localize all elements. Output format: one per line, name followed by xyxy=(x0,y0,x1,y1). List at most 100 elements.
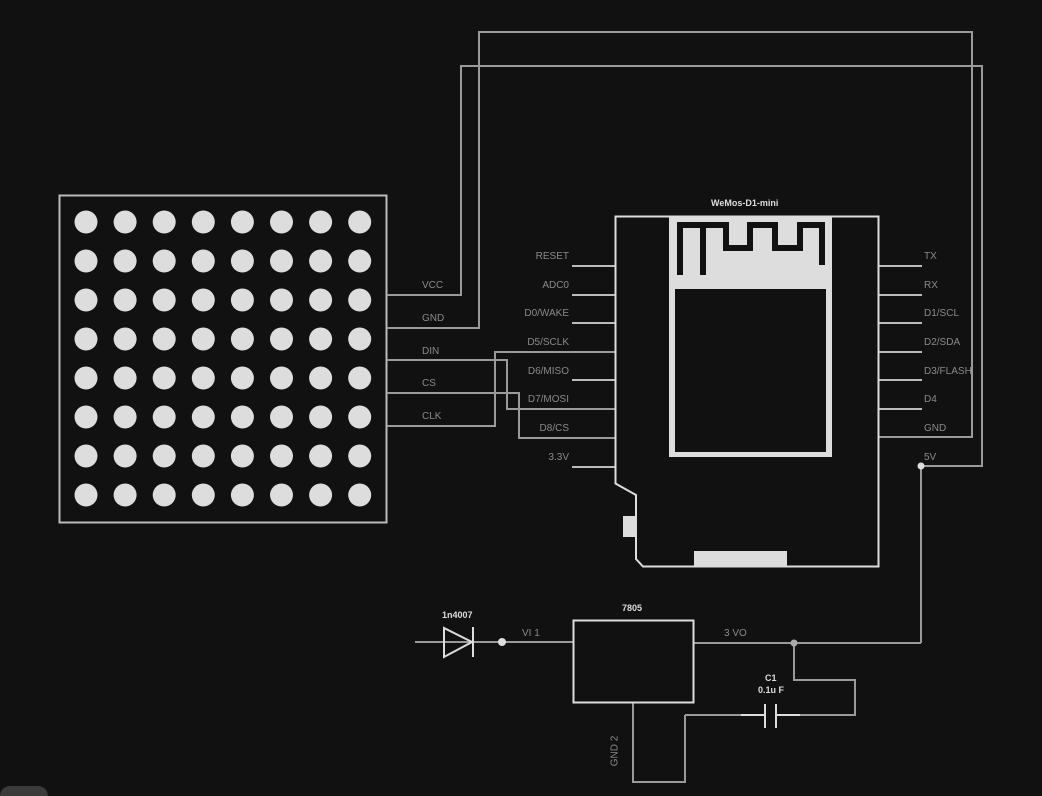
led-dot xyxy=(270,249,293,273)
led-dot xyxy=(152,249,176,273)
led-dot xyxy=(152,444,176,468)
matrix-pin-din: DIN xyxy=(422,346,440,357)
board-left-pin-lines xyxy=(572,265,615,468)
power-wires xyxy=(415,466,922,783)
regulator-pin-vo: 3 VO xyxy=(724,628,747,639)
led-dot xyxy=(309,366,333,390)
led-dot xyxy=(191,210,215,234)
led-dot xyxy=(191,327,215,351)
pin-d1-scl: D1/SCL xyxy=(924,308,960,319)
led-dot xyxy=(348,288,372,312)
regulator-label: 7805 xyxy=(622,603,643,613)
board-title: WeMos-D1-mini xyxy=(711,198,779,208)
led-dot xyxy=(113,210,137,234)
led-dot xyxy=(348,483,372,507)
led-dot xyxy=(270,483,293,507)
led-dot xyxy=(270,405,293,429)
led-dot xyxy=(309,405,333,429)
pin-d0-wake: D0/WAKE xyxy=(524,308,569,319)
pin-tx: TX xyxy=(924,251,937,262)
led-dot xyxy=(113,444,137,468)
led-dot xyxy=(230,288,254,312)
diode-1n4007[interactable] xyxy=(443,626,475,659)
pin-rx: RX xyxy=(924,280,938,291)
led-dot xyxy=(309,288,333,312)
pin-adc0: ADC0 xyxy=(542,280,569,291)
led-dot xyxy=(113,366,137,390)
pin-d5-sclk: D5/SCLK xyxy=(527,337,569,348)
regulator-pin-vi: VI 1 xyxy=(522,628,540,639)
pin-d3-flash: D3/FLASH xyxy=(924,366,972,377)
led-dot xyxy=(348,444,372,468)
matrix-wires xyxy=(387,31,983,467)
junction-dot xyxy=(498,638,506,646)
led-dot xyxy=(348,210,372,234)
matrix-pin-vcc: VCC xyxy=(422,280,444,291)
led-dot xyxy=(113,288,137,312)
led-dot xyxy=(309,210,333,234)
led-dot xyxy=(152,366,176,390)
usb-connector xyxy=(694,551,787,566)
led-dot xyxy=(74,288,98,312)
led-dot xyxy=(270,327,293,351)
led-dot xyxy=(74,483,98,507)
led-dot xyxy=(191,483,215,507)
wire-cs xyxy=(387,392,615,439)
led-dot xyxy=(348,366,372,390)
led-dot xyxy=(191,288,215,312)
led-dot xyxy=(270,210,293,234)
led-dot xyxy=(348,327,372,351)
led-dot xyxy=(230,327,254,351)
wire-din-mosi xyxy=(387,359,615,410)
led-dot xyxy=(113,405,137,429)
matrix-pin-gnd: GND xyxy=(422,313,445,324)
pin-d7-mosi: D7/MOSI xyxy=(527,394,569,405)
led-dot xyxy=(309,327,333,351)
led-dot xyxy=(113,327,137,351)
capacitor-value: 0.1u F xyxy=(758,685,785,695)
led-dot xyxy=(270,366,293,390)
wemos-board-outline[interactable] xyxy=(614,215,880,568)
diode-label: 1n4007 xyxy=(442,610,473,620)
led-dot xyxy=(348,405,372,429)
matrix-pin-cs: CS xyxy=(422,378,436,389)
wire-clk-sclk xyxy=(387,351,615,427)
led-dot xyxy=(309,483,333,507)
regulator-7805[interactable] xyxy=(572,619,695,704)
led-dot xyxy=(74,444,98,468)
wire-gnd xyxy=(387,31,973,438)
pin-d2-sda: D2/SDA xyxy=(924,337,961,348)
led-dot xyxy=(74,249,98,273)
pin-d6-miso: D6/MISO xyxy=(527,366,569,377)
capacitor-c1[interactable] xyxy=(741,704,800,728)
board-right-pin-lines xyxy=(878,265,922,410)
led-dot xyxy=(270,444,293,468)
led-dot xyxy=(230,249,254,273)
led-matrix-dots xyxy=(74,210,372,507)
corner-handle xyxy=(0,786,48,796)
capacitor-label: C1 xyxy=(765,673,777,683)
pin-gnd: GND xyxy=(924,423,947,434)
led-dot xyxy=(152,288,176,312)
led-dot xyxy=(191,249,215,273)
led-dot xyxy=(230,210,254,234)
led-dot xyxy=(152,405,176,429)
led-dot xyxy=(230,483,254,507)
led-dot xyxy=(348,249,372,273)
led-dot xyxy=(270,288,293,312)
led-dot xyxy=(230,405,254,429)
led-dot xyxy=(74,327,98,351)
esp-shield xyxy=(675,289,826,452)
led-dot xyxy=(74,405,98,429)
pin-reset: RESET xyxy=(535,251,569,262)
regulator-pin-gnd: GND 2 xyxy=(609,735,621,767)
pin-5v: 5V xyxy=(924,452,937,463)
matrix-pin-clk: CLK xyxy=(422,411,442,422)
board-button xyxy=(623,516,636,537)
led-dot xyxy=(191,366,215,390)
led-dot xyxy=(309,444,333,468)
led-dot xyxy=(230,444,254,468)
led-matrix-outline[interactable] xyxy=(58,194,388,524)
led-dot xyxy=(309,249,333,273)
